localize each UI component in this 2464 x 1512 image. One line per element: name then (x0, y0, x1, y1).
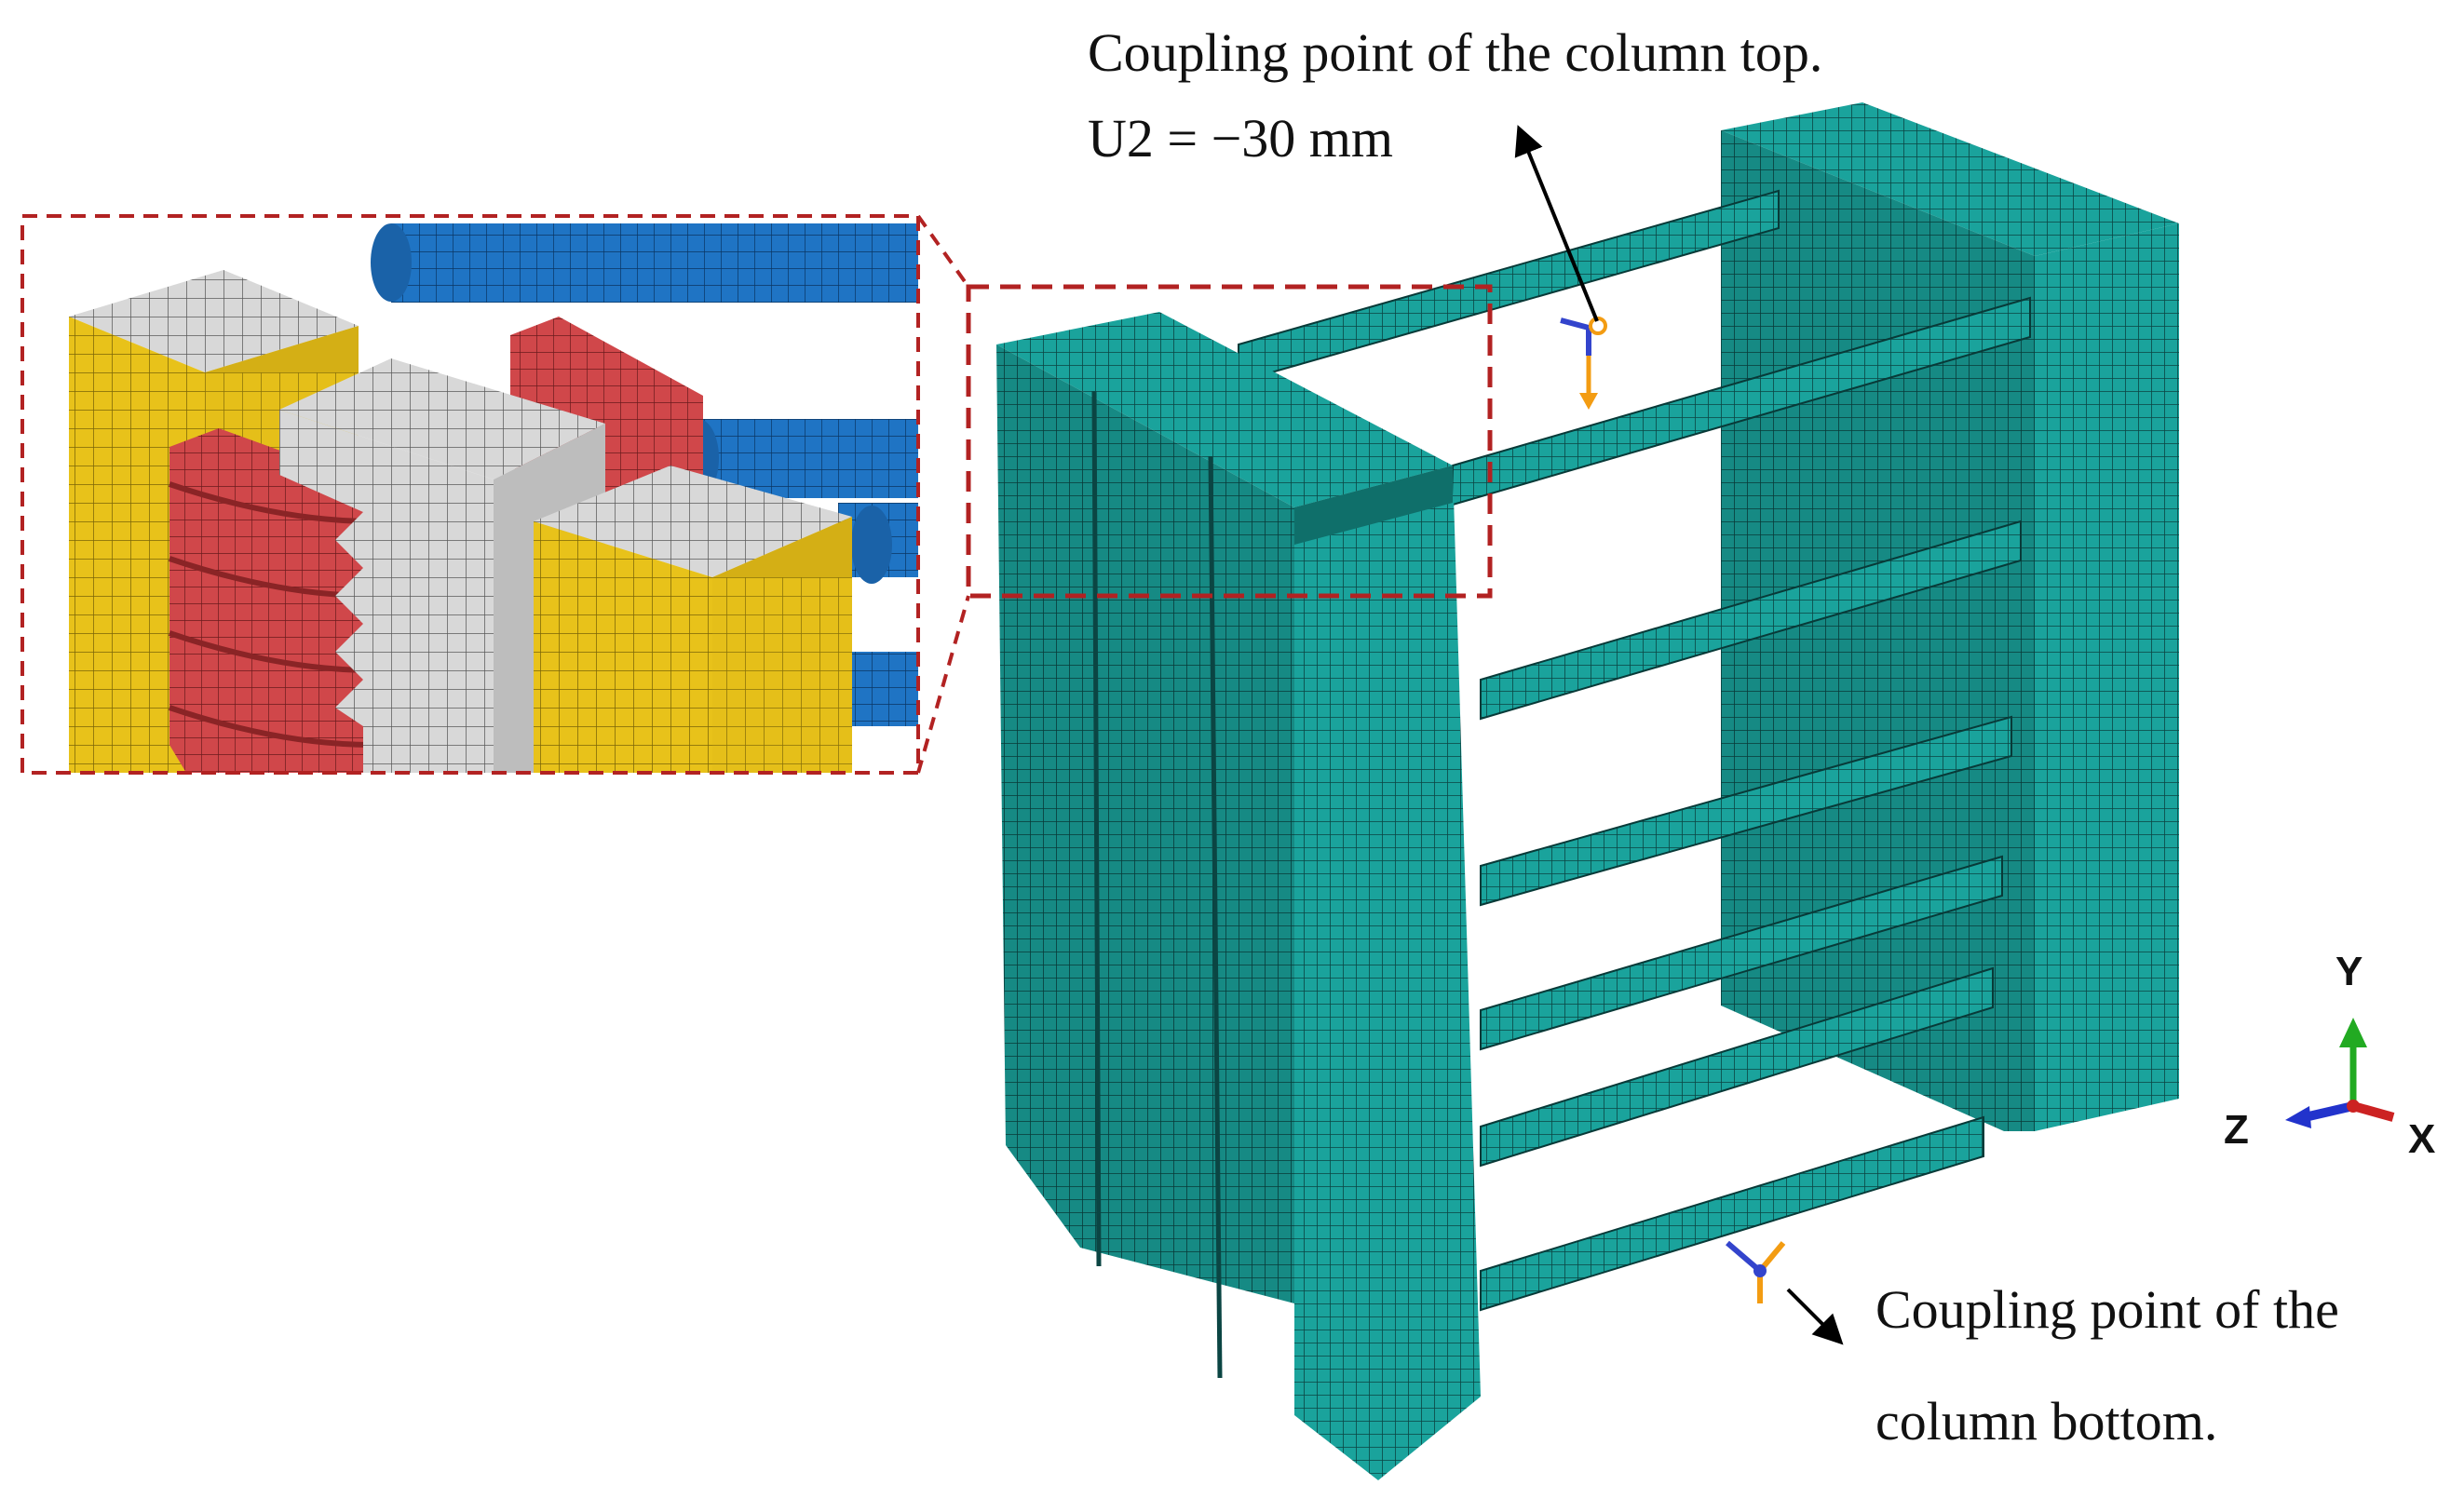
annotation-top-line1: Coupling point of the column top. (1088, 22, 1823, 83)
front-column (996, 312, 1481, 1480)
triad-origin (2347, 1100, 2360, 1113)
axis-triad (2285, 1018, 2395, 1128)
inset-concrete-column-right (534, 466, 852, 773)
inset-corrugated-plate-front (169, 428, 373, 773)
annotation-top-line2: U2 = −30 mm (1088, 108, 1394, 169)
main-model (966, 102, 2179, 1480)
x-axis-line (2351, 1101, 2395, 1122)
zoom-connector (916, 214, 970, 774)
coupling-point-bottom-marker (1726, 1240, 1786, 1303)
coupling-point-top-marker (1560, 317, 1607, 410)
y-axis-label: Y (2335, 949, 2363, 994)
annotation-bottom-line2: column bottom. (1875, 1391, 2218, 1451)
y-axis-arrowhead (2339, 1018, 2367, 1047)
zoom-region (966, 284, 1493, 599)
detail-inset (20, 214, 920, 775)
z-axis-arrowhead (2285, 1106, 2311, 1128)
steel-tubes (1238, 189, 2031, 1312)
bottom-annotation-arrow (1786, 1288, 1844, 1345)
annotation-bottom-line1: Coupling point of the (1875, 1279, 2339, 1340)
top-annotation-arrow (1514, 125, 1599, 322)
z-axis-label: Z (2224, 1107, 2249, 1153)
z-axis-line (2303, 1101, 2355, 1122)
x-axis-label: X (2408, 1116, 2436, 1162)
